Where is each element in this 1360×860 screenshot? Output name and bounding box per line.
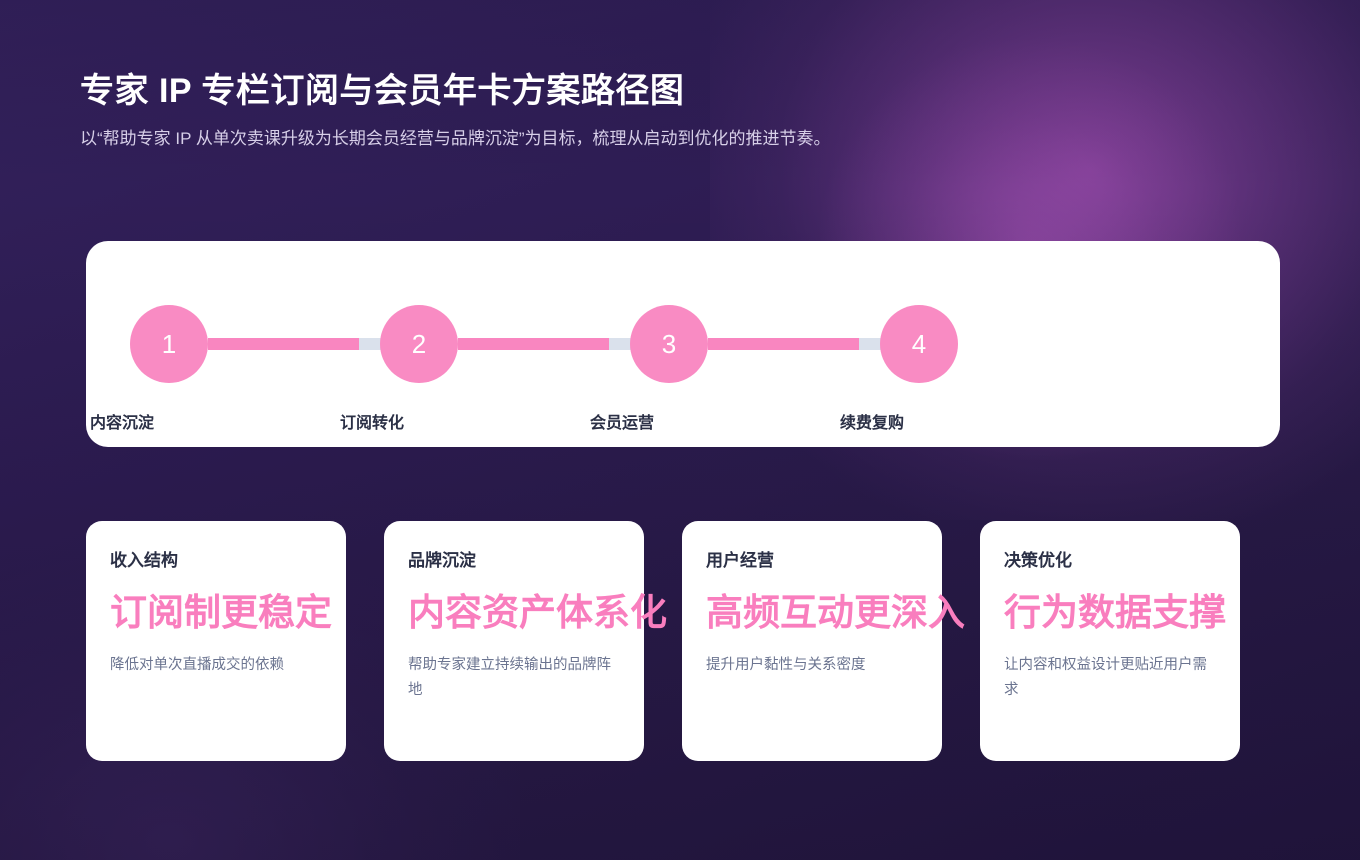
timeline-step-2[interactable]: 2 <box>380 305 458 383</box>
timeline-step-3[interactable]: 3 <box>630 305 708 383</box>
connector-fill <box>708 338 859 350</box>
timeline: 1 2 3 4 内容沉淀 订阅转化 会员运营 续费复购 <box>90 241 1240 447</box>
benefit-card-grid: 收入结构 订阅制更稳定 降低对单次直播成交的依赖 品牌沉淀 内容资产体系化 帮助… <box>86 521 1280 761</box>
slide-header: 专家 IP 专栏订阅与会员年卡方案路径图 以“帮助专家 IP 从单次卖课升级为长… <box>80 70 880 153</box>
benefit-card-3-headline: 高频互动更深入 <box>706 592 965 634</box>
benefit-card-3-label: 用户经营 <box>706 551 774 570</box>
benefit-card-3-content: 用户经营 高频互动更深入 提升用户黏性与关系密度 <box>706 551 965 678</box>
benefit-card-4-label: 决策优化 <box>1004 551 1072 570</box>
timeline-step-label-3: 会员运营 <box>590 415 655 432</box>
benefit-card-4[interactable]: 决策优化 行为数据支撑 让内容和权益设计更贴近用户需求 <box>980 521 1240 761</box>
benefit-card-2-content: 品牌沉淀 内容资产体系化 帮助专家建立持续输出的品牌阵地 <box>408 551 667 703</box>
timeline-step-label-4: 续费复购 <box>840 415 905 432</box>
connector-fill <box>458 338 609 350</box>
step-number-badge-2: 2 <box>380 305 458 383</box>
benefit-card-1-content: 收入结构 订阅制更稳定 降低对单次直播成交的依赖 <box>110 551 334 678</box>
benefit-card-2-label: 品牌沉淀 <box>408 551 476 570</box>
step-number-badge-1: 1 <box>130 305 208 383</box>
benefit-card-2-headline: 内容资产体系化 <box>408 592 667 634</box>
benefit-card-3[interactable]: 用户经营 高频互动更深入 提升用户黏性与关系密度 <box>682 521 965 761</box>
benefit-card-1-description: 降低对单次直播成交的依赖 <box>110 657 284 674</box>
benefit-card-1-label: 收入结构 <box>110 551 178 570</box>
timeline-steps-row: 1 2 3 4 <box>130 305 1240 383</box>
benefit-card-4-headline: 行为数据支撑 <box>1004 592 1226 634</box>
connector-fill <box>208 338 359 350</box>
step-number-badge-4: 4 <box>880 305 958 383</box>
benefit-card-4-description: 让内容和权益设计更贴近用户需求 <box>1004 657 1207 699</box>
benefit-card-3-description: 提升用户黏性与关系密度 <box>706 657 866 674</box>
benefit-card-4-content: 决策优化 行为数据支撑 让内容和权益设计更贴近用户需求 <box>1004 551 1228 703</box>
benefit-card-1-headline: 订阅制更稳定 <box>110 592 332 634</box>
step-number-badge-3: 3 <box>630 305 708 383</box>
timeline-panel: 1 2 3 4 内容沉淀 订阅转化 会员运营 续费复购 <box>86 241 1280 447</box>
timeline-step-label-1: 内容沉淀 <box>90 415 155 432</box>
benefit-card-2-description: 帮助专家建立持续输出的品牌阵地 <box>408 657 611 699</box>
benefit-card-2[interactable]: 品牌沉淀 内容资产体系化 帮助专家建立持续输出的品牌阵地 <box>384 521 667 761</box>
timeline-step-1[interactable]: 1 <box>130 305 208 383</box>
benefit-card-1[interactable]: 收入结构 订阅制更稳定 降低对单次直播成交的依赖 <box>86 521 346 761</box>
timeline-step-4[interactable]: 4 <box>880 305 958 383</box>
timeline-step-label-2: 订阅转化 <box>340 415 405 432</box>
page-subtitle: 以“帮助专家 IP 从单次卖课升级为长期会员经营与品牌沉淀”为目标，梳理从启动到… <box>80 128 831 148</box>
page-title: 专家 IP 专栏订阅与会员年卡方案路径图 <box>80 72 685 110</box>
